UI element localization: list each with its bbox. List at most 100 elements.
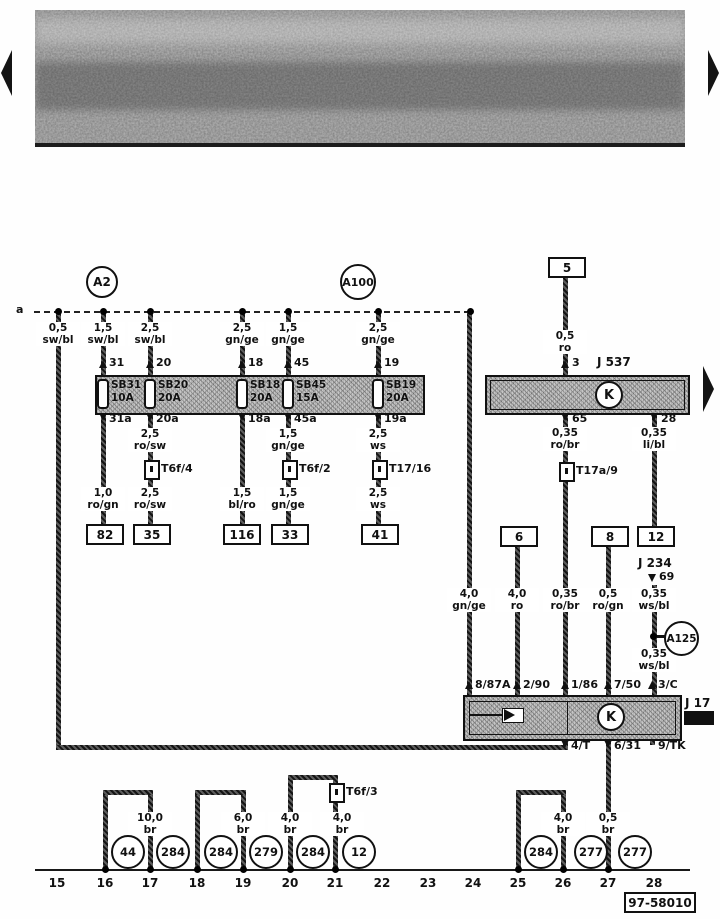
ground-ref-circle: 44 [111,835,145,869]
ground-ref-circle: 284 [524,835,558,869]
relay-pin: 6/31 [614,739,641,752]
ground-junction-dot [560,866,567,873]
wire-gn-ge-long [467,312,472,695]
pin-arrow-icon [238,360,246,368]
wire-li-bl [652,410,657,527]
pin-arrow-icon [604,681,612,689]
pin-arrow-icon [374,413,382,421]
pin-arrow-icon [648,574,656,582]
ground-ref-circle: 277 [618,835,652,869]
track-ref-box: 5 [548,257,586,278]
track-ref-box: 116 [223,524,261,545]
wire-sw-bl [56,312,61,747]
connector-t6f4-icon [144,460,160,480]
continuation-right-arrow-icon [703,366,714,412]
connector-label: T6f/2 [299,462,331,475]
relay-pin: 3/C [658,678,678,691]
wire-stub-9tk [650,737,655,745]
ground-junction-dot [287,866,294,873]
ground-wire [516,790,566,795]
track-number: 26 [554,876,572,890]
ground-junction-dot [332,866,339,873]
junction-dot [100,308,107,315]
pin-arrow-icon [284,360,292,368]
junction-dot [239,308,246,315]
relay-pin: 8/87A [475,678,511,691]
pin-arrow-icon [561,360,569,368]
component-circle-a125: A125 [664,621,699,656]
wire-sw-bl-run [56,745,568,750]
j234-label: J 234 [638,556,672,570]
relay-switch-line [470,714,502,716]
pin-arrow-icon [284,413,292,421]
track-number: 24 [464,876,482,890]
scanned-header-image [35,10,685,147]
component-label: A125 [666,632,697,645]
track-number: 25 [509,876,527,890]
ground-wire [195,790,200,870]
track-number: 22 [373,876,391,890]
component-label: A2 [93,275,111,289]
wire-ro-br [563,480,568,695]
fuse-pin-in: 20 [156,356,172,369]
track-ref-box: 6 [500,526,538,547]
fuse-symbol-sb19 [372,379,384,409]
pin-arrow-icon [374,360,382,368]
fuse-pin-out: 45a [294,412,317,425]
j537-control-unit-box [485,375,690,415]
scan-dark-band [35,62,685,110]
ground-wire [333,775,338,785]
bus-line [34,311,470,313]
pin-arrow-icon [146,413,154,421]
pin-arrow-icon [99,360,107,368]
ground-junction-dot [102,866,109,873]
connector-t17a9-icon [559,462,575,482]
component-circle-a100: A100 [340,264,376,300]
pin-arrow-icon [513,681,521,689]
track-number: 19 [234,876,252,890]
fuse-pin-out: 31a [109,412,132,425]
track-ref-box: 33 [271,524,309,545]
relay-pin: 9/TK [658,739,686,752]
junction-dot [375,308,382,315]
relay-pin: 4/T [571,739,591,752]
track-ref-box: 12 [637,526,675,547]
fuse-symbol-sb18 [236,379,248,409]
connector-t17-16-icon [372,460,388,480]
wire-ro-gn [606,545,611,695]
ground-junction-dot [240,866,247,873]
connector-t6f2-icon [282,460,298,480]
ground-ref-circle: 284 [296,835,330,869]
j537-pin-bottom-right: 28 [661,412,677,425]
ground-line [35,869,690,871]
wire-br [606,737,611,870]
junction-dot [285,308,292,315]
j537-k-circle: K [595,381,623,409]
pin-arrow-icon [561,740,569,748]
wire-ro [515,545,520,695]
pin-arrow-icon [146,360,154,368]
track-ref-box: 82 [86,524,124,545]
j537-label: J 537 [597,355,631,369]
track-number: 15 [48,876,66,890]
diagram-id-box: 97-58010 [624,892,696,913]
page-left-arrow-icon [1,50,12,96]
pin-arrow-icon [561,681,569,689]
relay-pin: 7/50 [614,678,641,691]
